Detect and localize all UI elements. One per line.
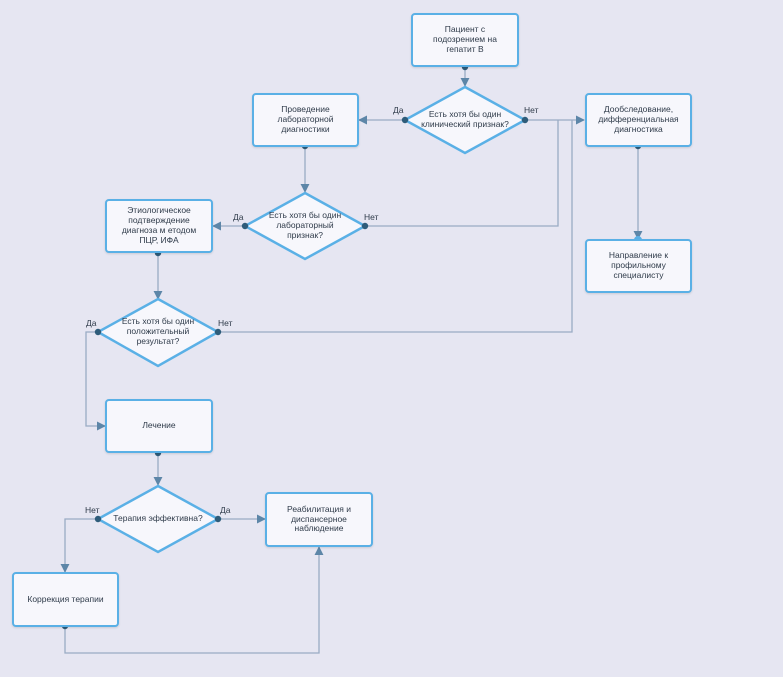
edge-label-clinical-no: Нет	[524, 105, 539, 115]
node-treatment[interactable]: Лечение	[105, 399, 213, 453]
edge-q-lab-no	[365, 120, 559, 227]
node-start[interactable]: Пациент с подозрением на гепатит В	[411, 13, 519, 67]
node-etiology[interactable]: Этиологическое подтверждение диагноза м …	[105, 199, 213, 253]
node-rehabilitation[interactable]: Реабилитация и диспансерное наблюдение	[265, 492, 373, 547]
edge-q-effective-no	[60, 518, 98, 573]
decision-effective-shape	[95, 484, 221, 554]
node-lab-diagnostics[interactable]: Проведение лабораторной диагностики	[252, 93, 359, 147]
node-lab-diagnostics-label: Проведение лабораторной диагностики	[277, 104, 334, 134]
decision-positive-shape	[95, 297, 221, 368]
port-dot	[214, 328, 222, 336]
node-therapy-correction-label: Коррекция терапии	[27, 593, 104, 604]
node-etiology-label: Этиологическое подтверждение диагноза м …	[121, 205, 197, 245]
decision-clinical-shape	[402, 85, 528, 155]
port-dot	[241, 222, 249, 230]
edge-label-effective-no: Нет	[85, 505, 100, 515]
port-dot	[94, 328, 102, 336]
node-referral[interactable]: Направление к профильному специалисту	[585, 239, 692, 293]
node-extra-examination[interactable]: Дообследование, дифференциальная диагнос…	[585, 93, 692, 147]
port-dot	[401, 116, 409, 124]
node-rehabilitation-label: Реабилитация и диспансерное наблюдение	[287, 503, 351, 534]
port-dot	[521, 116, 529, 124]
port-dot	[214, 515, 222, 523]
edge-label-clinical-yes: Да	[393, 105, 404, 115]
node-start-label: Пациент с подозрением на гепатит В	[433, 24, 497, 54]
decision-lab-shape	[242, 191, 368, 261]
node-referral-label: Направление к профильному специалисту	[608, 250, 669, 280]
edge-label-positive-yes: Да	[86, 318, 97, 328]
edge-label-lab-yes: Да	[233, 212, 244, 222]
edge-q-positive-yes	[85, 331, 106, 431]
edge-correction-to-rehab	[64, 546, 324, 654]
port-dot	[94, 515, 102, 523]
port-dot	[361, 222, 369, 230]
node-therapy-correction[interactable]: Коррекция терапии	[12, 572, 119, 627]
edge-label-lab-no: Нет	[364, 212, 379, 222]
edge-q-positive-no	[218, 120, 573, 333]
node-extra-examination-label: Дообследование, дифференциальная диагнос…	[598, 104, 679, 134]
edge-label-positive-no: Нет	[218, 318, 233, 328]
node-treatment-label: Лечение	[142, 420, 176, 431]
edge-label-effective-yes: Да	[220, 505, 231, 515]
